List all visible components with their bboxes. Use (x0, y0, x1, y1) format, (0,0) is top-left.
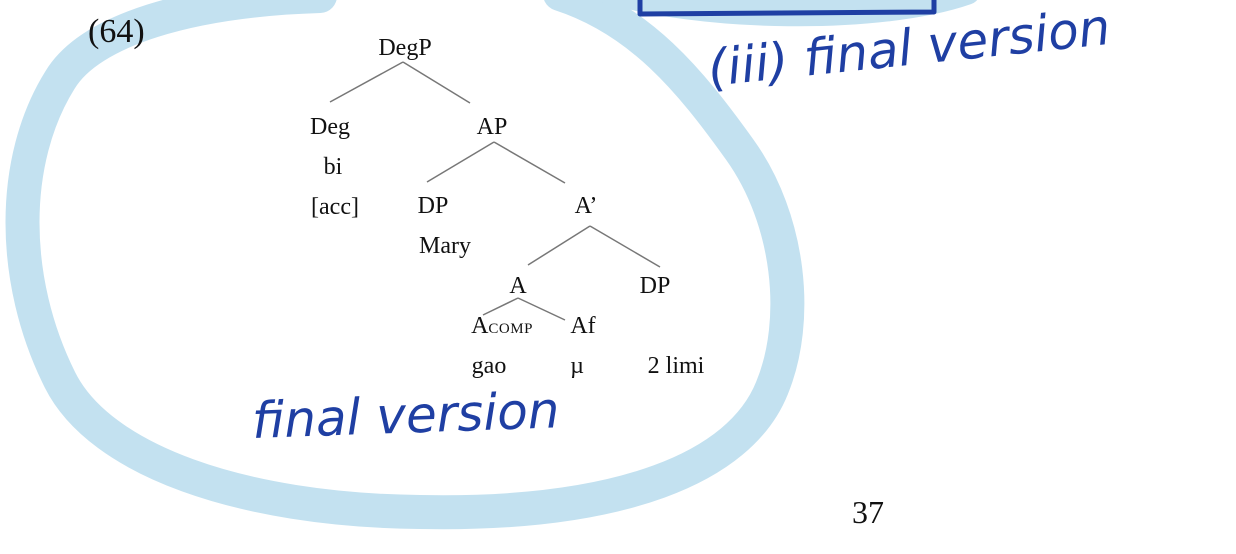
node-a-comp-word: gao (471, 353, 507, 379)
node-degp: DegP (378, 35, 432, 61)
node-dp-comp-word: 2 limi (647, 353, 705, 379)
highlight-circle (5, 0, 805, 530)
node-deg-word: bi (323, 154, 343, 180)
branch-abar-a (527, 225, 591, 266)
node-a: A (509, 273, 527, 299)
page-number: 37 (852, 494, 884, 530)
node-deg-feature: [acc] (311, 194, 359, 220)
branch-a-af (517, 297, 566, 321)
pen-box-edge (637, 0, 937, 17)
node-af-word: µ (570, 353, 584, 379)
branch-a-acomp (482, 297, 519, 316)
node-a-comp-label: A (471, 313, 489, 339)
node-abar: A’ (574, 193, 598, 219)
node-ap: AP (476, 114, 508, 140)
node-dp-spec-word: Mary (419, 233, 471, 259)
node-dp-comp: DP (639, 273, 671, 299)
node-af: Af (570, 313, 596, 339)
node-dp-spec: DP (417, 193, 449, 219)
node-a-comp-subscript: COMP (488, 321, 533, 337)
branch-degp-deg (329, 61, 404, 103)
node-deg: Deg (310, 114, 350, 140)
branch-degp-ap (402, 61, 471, 104)
node-a-comp: ACOMP (471, 312, 533, 343)
branch-ap-dp (426, 141, 495, 183)
branch-abar-dp (589, 225, 661, 268)
example-number: (64) (88, 13, 145, 50)
branch-ap-abar (493, 141, 566, 184)
handwritten-note-bottom: final version (250, 381, 561, 450)
